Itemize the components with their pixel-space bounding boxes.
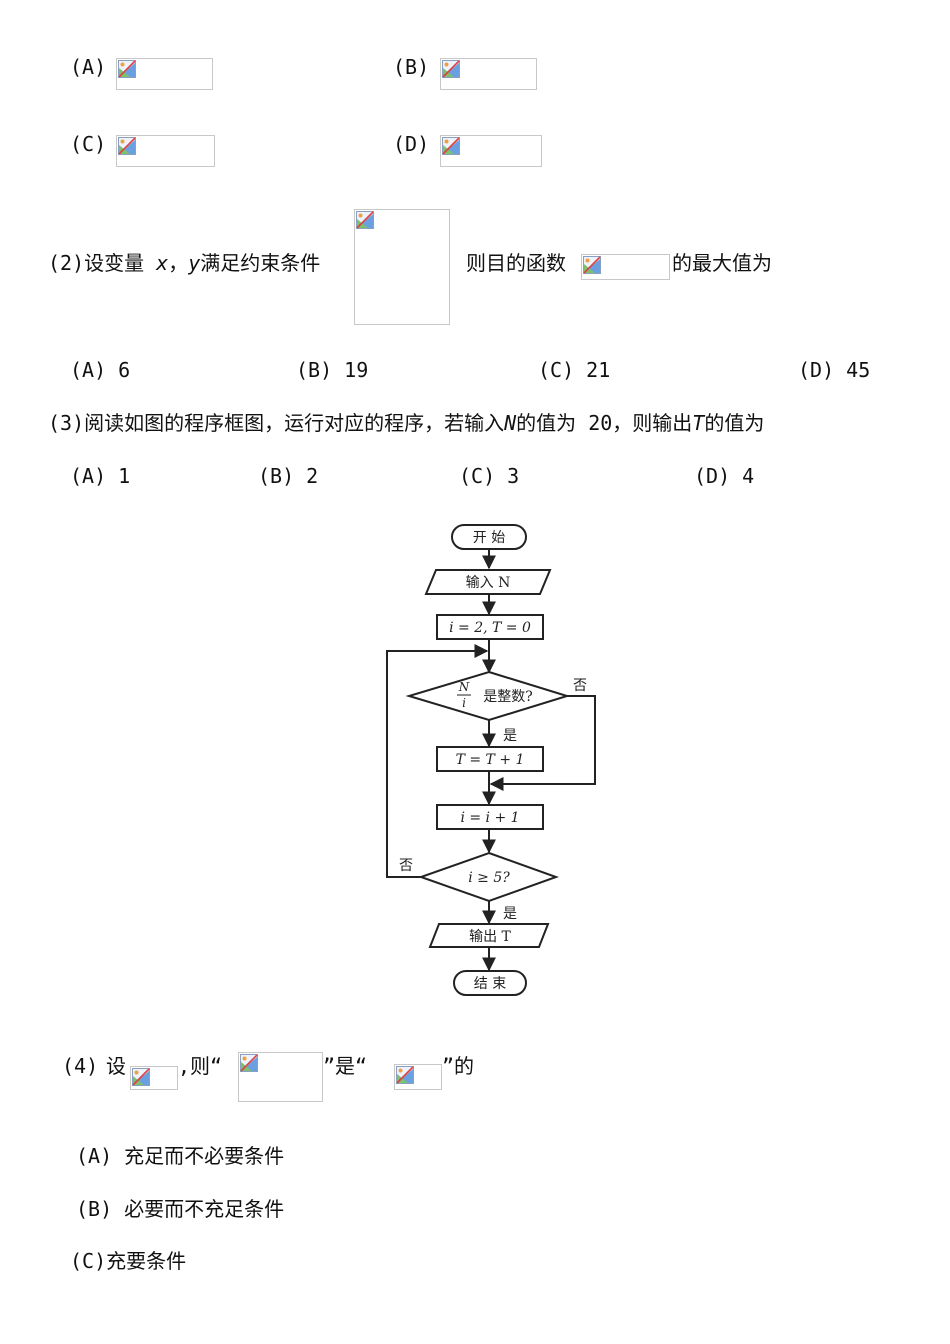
q1-option-d-image [440, 135, 542, 167]
program-flowchart: 开 始 输入 N i = 2, T = 0 N i 是整数? 否 是 T = T… [386, 524, 596, 996]
q3-stem: (3)阅读如图的程序框图，运行对应的程序，若输入N的值为 20，则输出T的值为 [48, 411, 764, 435]
q3-option-label: (A) [70, 464, 107, 488]
q3-option-value: 2 [306, 464, 319, 488]
q4-option-text: 必要而不充足条件 [124, 1197, 285, 1221]
q1-option-a-label: (A) [70, 55, 107, 79]
flow-no1-label: 否 [573, 678, 587, 694]
q2-text3: 则目的函数 [466, 251, 566, 275]
q3-option-value: 4 [742, 464, 755, 488]
q3-var-t: T [692, 411, 705, 435]
q2-option-b: (B) 19 [296, 358, 368, 382]
q4-text1: 设 [106, 1054, 126, 1078]
q2-option-label: (A) [70, 358, 107, 382]
q2-stem-part1: (2)设变量 x，y满足约束条件 [48, 251, 320, 275]
q1-option-d-label: (D) [393, 132, 430, 156]
flow-cond1-denominator: i [462, 696, 466, 710]
flow-yes1-label: 是 [503, 728, 517, 744]
q4-option-c: (C)充要条件 [70, 1249, 186, 1273]
flow-no2-label: 否 [399, 858, 413, 874]
flow-inc-i-text: i = i + 1 [460, 810, 519, 826]
broken-image-icon [118, 137, 136, 155]
flow-inc-t-text: T = T + 1 [456, 752, 525, 768]
q3-option-d: (D) 4 [694, 464, 754, 488]
q1-option-c-image [116, 135, 215, 167]
broken-image-icon [396, 1066, 414, 1084]
q4-option-text: 充足而不必要条件 [124, 1144, 285, 1168]
q2-var-y: y [188, 251, 201, 275]
q2-option-label: (B) [296, 358, 333, 382]
q4-set-image [130, 1066, 178, 1090]
broken-image-icon [240, 1054, 258, 1072]
q4-option-b: (B) 必要而不充足条件 [76, 1197, 284, 1221]
q2-option-value: 21 [586, 358, 611, 382]
q2-text1: 设变量 [84, 251, 145, 275]
q2-option-value: 6 [118, 358, 131, 382]
q2-text2: 满足约束条件 [200, 251, 321, 275]
q4-number: (4) [62, 1054, 99, 1078]
q1-option-c-label: (C) [70, 132, 107, 156]
q3-option-label: (D) [694, 464, 731, 488]
q1-option-b-image [440, 58, 537, 90]
q2-option-d: (D) 45 [798, 358, 870, 382]
q2-option-value: 45 [846, 358, 871, 382]
q4-option-label: (C) [70, 1249, 107, 1273]
broken-image-icon [356, 211, 374, 229]
q2-option-a: (A) 6 [70, 358, 130, 382]
q3-option-label: (C) [459, 464, 496, 488]
q3-option-a: (A) 1 [70, 464, 130, 488]
q3-option-b: (B) 2 [258, 464, 318, 488]
q4-option-text: 充要条件 [106, 1249, 187, 1273]
q3-text3: 的值为 [704, 411, 765, 435]
broken-image-icon [442, 137, 460, 155]
flow-output-text: 输出 T [469, 929, 511, 945]
q4-option-label: (A) [76, 1144, 113, 1168]
q3-option-value: 1 [118, 464, 131, 488]
q3-number: (3) [48, 411, 85, 435]
q4-text3: ”是“ [323, 1054, 368, 1078]
broken-image-icon [132, 1068, 150, 1086]
q2-option-label: (D) [798, 358, 835, 382]
q3-text1: 阅读如图的程序框图，运行对应的程序，若输入 [84, 411, 505, 435]
q3-option-label: (B) [258, 464, 295, 488]
q3-text2: 的值为 20，则输出 [516, 411, 693, 435]
flow-cond1-numerator: N [458, 680, 470, 694]
q3-option-value: 3 [507, 464, 520, 488]
q4-condition1-image [238, 1052, 323, 1102]
flow-end-text: 结 束 [474, 976, 506, 992]
q2-comma: ， [168, 251, 189, 275]
flow-init-text: i = 2, T = 0 [449, 620, 531, 636]
flow-start-text: 开 始 [473, 530, 505, 546]
q4-text4: ”的 [442, 1054, 475, 1078]
flow-cond2-text: i ≥ 5? [468, 870, 510, 886]
q4-option-a: (A) 充足而不必要条件 [76, 1144, 284, 1168]
broken-image-icon [583, 256, 601, 274]
end-terminal [453, 970, 527, 996]
q1-option-a-image [116, 58, 213, 90]
q2-option-value: 19 [344, 358, 369, 382]
q3-option-c: (C) 3 [459, 464, 519, 488]
flow-yes2-label: 是 [503, 906, 517, 922]
q4-option-label: (B) [76, 1197, 113, 1221]
q2-number: (2) [48, 251, 85, 275]
flow-input-text: 输入 N [466, 575, 511, 591]
q2-constraints-image [354, 209, 450, 325]
broken-image-icon [442, 60, 460, 78]
q2-text4: 的最大值为 [672, 251, 772, 275]
broken-image-icon [118, 60, 136, 78]
q3-var-n: N [504, 411, 517, 435]
q4-condition2-image [394, 1064, 442, 1090]
flow-cond1-text: 是整数? [483, 689, 533, 705]
output-box [428, 923, 550, 948]
input-box [424, 569, 552, 595]
q2-objective-image [581, 254, 670, 280]
q2-option-c: (C) 21 [538, 358, 610, 382]
q1-option-b-label: (B) [393, 55, 430, 79]
q2-var-x: x [156, 251, 169, 275]
q4-text2: ,则“ [178, 1054, 223, 1078]
q2-option-label: (C) [538, 358, 575, 382]
